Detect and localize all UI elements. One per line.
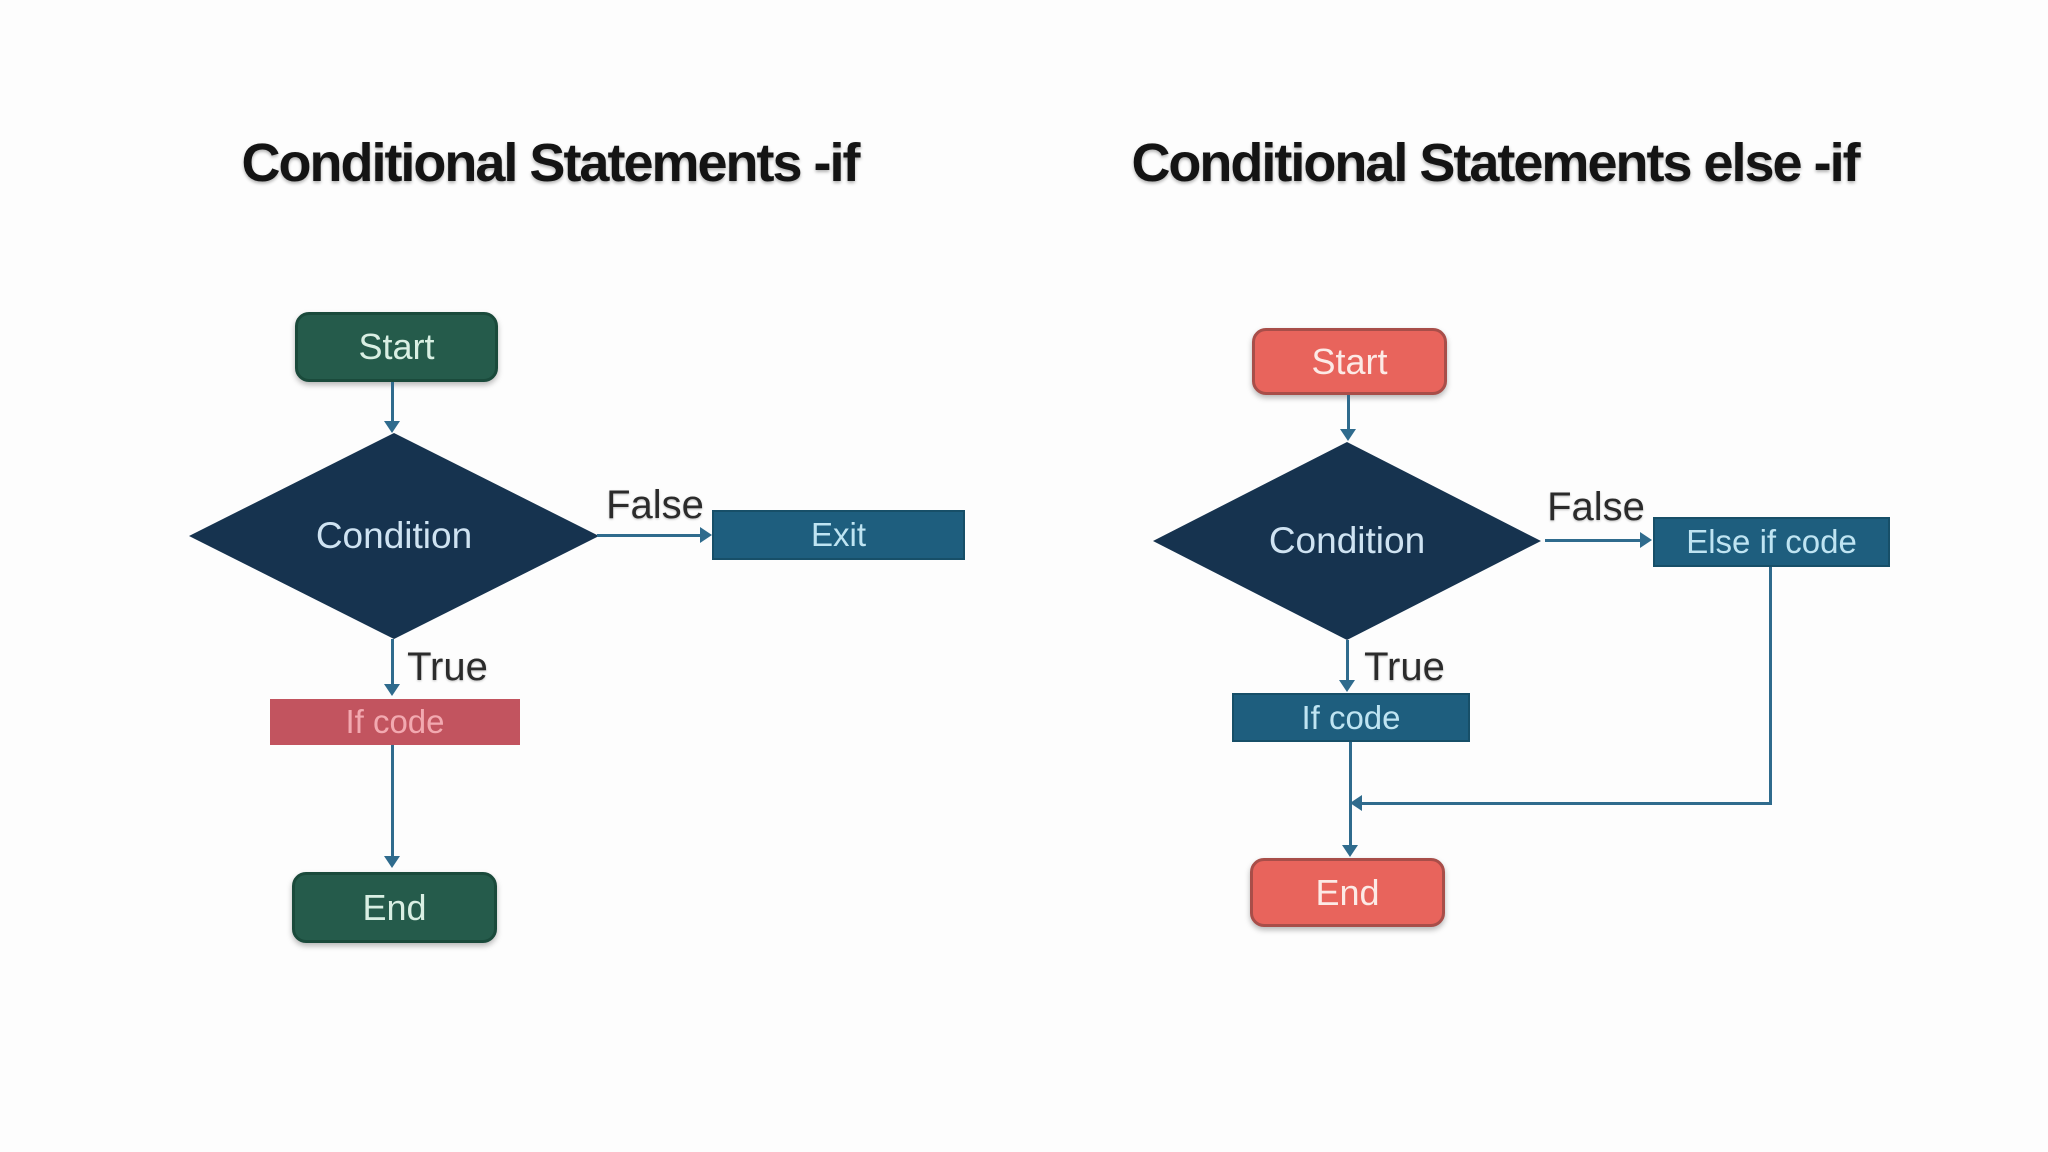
left-start-to-condition-arrowhead-icon [384,421,400,433]
left-ifcode-to-end-arrowhead-icon [384,856,400,868]
right-true-branch-line [1346,640,1349,681]
left-end-node: End [292,872,497,943]
right-elseif-elbow-horizontal-line [1362,802,1771,805]
right-true-edge-label: True [1364,645,1445,689]
right-condition-diamond: Condition [1153,442,1541,640]
left-true-branch-line [391,639,394,685]
right-ifcode-to-end-line [1349,742,1352,846]
left-start-to-condition-line [391,382,394,422]
right-elseif-elbow-vertical-line [1769,567,1772,805]
right-elseif-join-arrowhead-icon [1350,795,1362,811]
right-true-arrowhead-icon [1339,680,1355,692]
right-end-node: End [1250,858,1445,927]
right-if-code-node: If code [1232,693,1470,742]
right-else-if-code-node: Else if code [1653,517,1890,567]
left-false-branch-line [597,534,701,537]
left-false-edge-label: False [606,483,704,527]
right-false-arrowhead-icon [1640,532,1652,548]
right-false-branch-line [1545,539,1641,542]
right-chart-title: Conditional Statements else -if [1131,133,1860,193]
left-ifcode-to-end-line [391,745,394,857]
right-start-to-condition-line [1347,395,1350,430]
left-true-arrowhead-icon [384,684,400,696]
left-false-arrowhead-icon [700,527,712,543]
right-start-node: Start [1252,328,1447,395]
left-if-code-node: If code [270,699,520,745]
left-exit-node: Exit [712,510,965,560]
left-condition-diamond: Condition [189,433,599,639]
right-false-edge-label: False [1547,485,1645,529]
left-true-edge-label: True [407,645,488,689]
left-start-node: Start [295,312,498,382]
right-ifcode-to-end-arrowhead-icon [1342,845,1358,857]
right-start-to-condition-arrowhead-icon [1340,429,1356,441]
left-chart-title: Conditional Statements -if [241,133,860,193]
